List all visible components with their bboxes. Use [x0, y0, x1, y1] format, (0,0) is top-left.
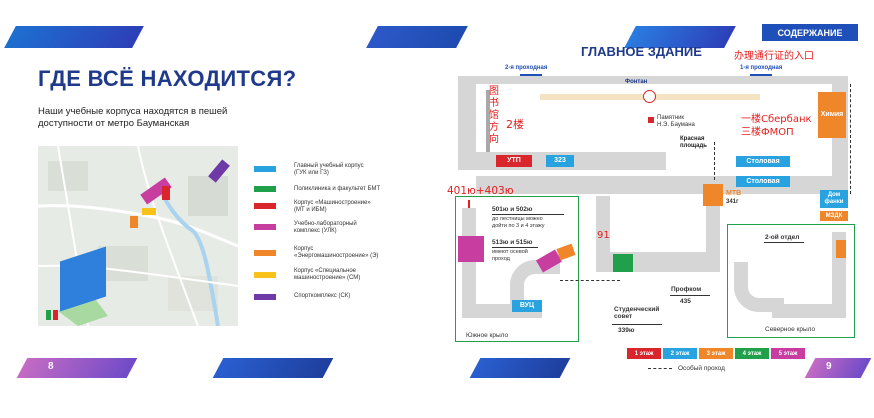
map-marker-mt[interactable] [162, 186, 170, 200]
room-mtb-block[interactable] [703, 184, 723, 206]
room-501-underline [492, 214, 564, 215]
annotation-floor2: 2楼 [506, 118, 524, 131]
student-council-number: 339ю [618, 327, 635, 334]
legend-swatch-ulk [254, 224, 276, 230]
red-square-label: Красная площадь [680, 136, 707, 149]
room-mzdk[interactable]: МЗДК [820, 211, 848, 221]
floor-3-badge[interactable]: 3 этаж [699, 348, 733, 359]
room-otdel-block[interactable] [836, 240, 846, 258]
plan-mid-corridor [476, 176, 736, 194]
plan-left-block [458, 84, 476, 170]
legend-text-bmt: Поликлиника и факультет БМТ [294, 186, 381, 192]
special-pass-legend-label: Особый проход [678, 365, 725, 372]
annotation-91: 91 [597, 230, 610, 241]
page-subtitle-line2: доступности от метро Бауманская [38, 118, 190, 129]
legend-text-mt: Корпус «Машиностроение» (МТ и ИБМ) [294, 200, 371, 213]
monument-label: Памятник Н.Э. Баумана [657, 115, 695, 128]
room-stolovaya-1[interactable]: Столовая [736, 156, 790, 167]
gate-1-marker [750, 74, 772, 76]
room-profkom-block[interactable] [613, 254, 633, 272]
room-otdel-label: 2-ой отдел [765, 234, 800, 241]
student-council-underline [612, 324, 662, 325]
legend-swatch-sk [254, 294, 276, 300]
north-wing-outline [727, 224, 855, 338]
room-501-note: до лестницы можно дойти по 3 и 4 этажу [492, 216, 545, 229]
map-marker-bmt[interactable] [46, 310, 51, 320]
fountain-icon [643, 90, 656, 103]
legend-swatch-guk [254, 166, 276, 172]
south-wing-curve [510, 260, 560, 310]
north-wing-label: Северное крыло [765, 326, 816, 333]
room-profkom-underline [670, 295, 710, 296]
north-wing-bottom [772, 304, 846, 318]
legend-text-sm: Корпус «Специальное машиностроение» (СМ) [294, 268, 361, 281]
gate-1-label: 1-я проходная [740, 65, 783, 71]
legend-text-e: Корпус «Энергомашиностроение» (Э) [294, 246, 379, 259]
floor-4-badge[interactable]: 4 этаж [735, 348, 769, 359]
bottom-stripe-mid [212, 358, 334, 378]
red-square-path [714, 142, 716, 180]
map-marker-e[interactable] [130, 216, 138, 228]
legend-swatch-bmt [254, 186, 276, 192]
annotation-pass-entrance: 办理通行证的入口 [734, 51, 814, 62]
room-himiya[interactable]: Химия [818, 92, 846, 138]
south-wing-outline [455, 196, 579, 342]
room-513-label: 513ю и 515ю [492, 239, 533, 246]
monument-icon [648, 117, 654, 123]
legend-swatch-e [254, 250, 276, 256]
legend-text-ulk: Учебно-лабораторный комплекс (УЛК) [294, 221, 357, 234]
room-mtb-number: 341г [726, 199, 739, 205]
room-513-note: имеют осевой проход [492, 249, 528, 262]
legend-text-sk: Спорткомплекс (СК) [294, 293, 351, 299]
room-323[interactable]: 323 [546, 155, 574, 167]
special-pass-path-right [850, 84, 851, 194]
top-stripe-left [4, 26, 144, 48]
room-513-underline [492, 247, 538, 248]
page-title: ГДЕ ВСЁ НАХОДИТСЯ? [38, 66, 297, 91]
south-wing-label: Южное крыло [466, 332, 509, 339]
plan-center-right-post [706, 196, 720, 252]
plan-dark-strip [486, 90, 490, 152]
map-marker-sm[interactable] [142, 208, 156, 215]
section-tag[interactable]: СОДЕРЖАНИЕ [762, 24, 858, 41]
room-vuc[interactable]: ВУЦ [512, 300, 542, 312]
map-marker-bmt2[interactable] [53, 310, 58, 320]
room-dom-fanki[interactable]: Дом фанки [820, 190, 848, 208]
annotation-sberbank: 一楼Сбербанк 三楼ФМОП [741, 114, 812, 138]
special-pass-legend-line [648, 368, 672, 369]
room-stolovaya-2[interactable]: Столовая [736, 176, 790, 187]
bottom-stripe-left [16, 358, 138, 378]
legend-text-guk: Главный учебный корпус (ГУК или ГЗ) [294, 163, 364, 176]
campus-map[interactable] [38, 146, 238, 326]
legend-swatch-sm [254, 272, 276, 278]
page-number-right: 9 [826, 361, 832, 372]
building-title: ГЛАВНОЕ ЗДАНИЕ [581, 44, 702, 59]
room-profkom-label: Профком [671, 286, 702, 293]
student-council-label: Студенческий совет [614, 306, 660, 320]
legend-swatch-mt [254, 203, 276, 209]
room-mtb-label: МТВ [726, 190, 742, 197]
annotation-library: 图 书 馆 方 向 [489, 86, 499, 145]
special-pass-path-mid [560, 280, 620, 281]
gate-2-label: 2-я проходная [505, 65, 548, 71]
floor-2-badge[interactable]: 2 этаж [663, 348, 697, 359]
room-utp[interactable]: УТП [496, 155, 532, 167]
plan-center-left-post [596, 196, 610, 252]
gate-2-marker [520, 74, 542, 76]
room-profkom-number: 435 [680, 298, 691, 305]
room-otdel-underline [764, 242, 804, 243]
bottom-stripe-right [804, 358, 872, 378]
room-501-label: 501ю и 502ю [492, 206, 533, 213]
bottom-stripe-mid2 [469, 358, 571, 378]
floor-1-badge[interactable]: 1 этаж [627, 348, 661, 359]
annotation-rooms-401: 401ю+403ю [447, 185, 514, 197]
floor-5-badge[interactable]: 5 этаж [771, 348, 805, 359]
north-wing-curve [734, 262, 784, 312]
room-ulk-block[interactable] [458, 236, 484, 262]
page-number-left: 8 [48, 361, 54, 372]
fountain-label: Фонтан [625, 79, 648, 85]
top-stripe-mid [366, 26, 468, 48]
plan-top-corridor [458, 76, 848, 84]
page-subtitle-line1: Наши учебные корпуса находятся в пешей [38, 106, 228, 117]
